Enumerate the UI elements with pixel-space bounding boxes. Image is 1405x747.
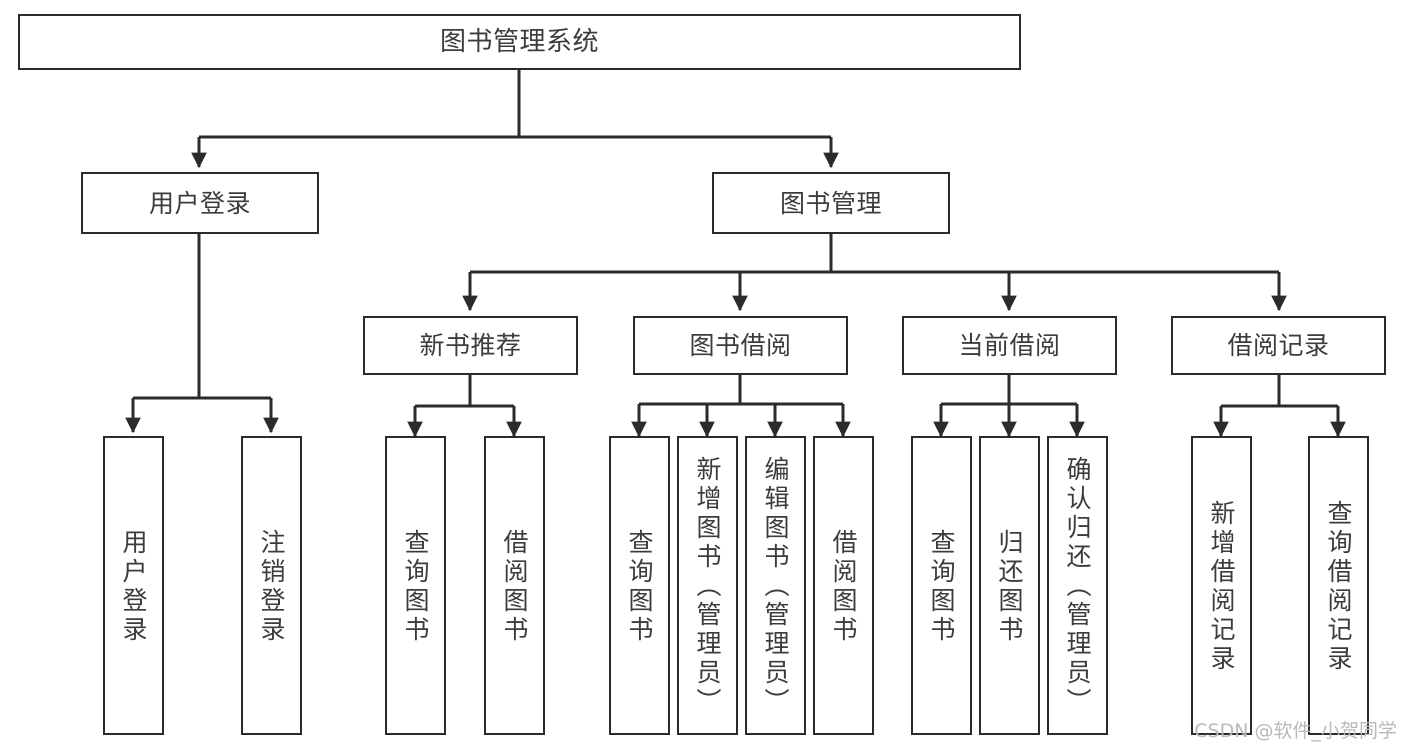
node-book-management[interactable]: 图书管理 xyxy=(712,172,950,234)
leaf-borrow-borrow-book-label: 借阅图书 xyxy=(829,528,858,645)
node-book-borrow-label: 图书借阅 xyxy=(689,331,792,360)
leaf-current-confirm-return[interactable]: 确认归还（管理员） xyxy=(1047,436,1108,735)
leaf-borrow-edit-book[interactable]: 编辑图书（管理员） xyxy=(745,436,806,735)
node-new-book-recommend-label: 新书推荐 xyxy=(419,331,522,360)
node-root[interactable]: 图书管理系统 xyxy=(18,14,1021,70)
leaf-borrow-add-book[interactable]: 新增图书（管理员） xyxy=(677,436,738,735)
node-current-borrow-label: 当前借阅 xyxy=(958,331,1061,360)
node-user-login-label: 用户登录 xyxy=(148,188,251,218)
node-root-label: 图书管理系统 xyxy=(439,26,599,57)
leaf-new-book-borrow[interactable]: 借阅图书 xyxy=(484,436,545,735)
leaf-records-query-label: 查询借阅记录 xyxy=(1324,499,1353,674)
leaf-new-book-query[interactable]: 查询图书 xyxy=(385,436,446,735)
leaf-current-return-label: 归还图书 xyxy=(995,528,1024,645)
leaf-records-add-label: 新增借阅记录 xyxy=(1207,499,1236,674)
node-book-borrow[interactable]: 图书借阅 xyxy=(633,316,848,375)
leaf-borrow-query-label: 查询图书 xyxy=(625,528,654,645)
leaf-borrow-add-book-label: 新增图书（管理员） xyxy=(693,456,722,717)
node-user-login[interactable]: 用户登录 xyxy=(81,172,319,234)
leaf-user-login-signout[interactable]: 注销登录 xyxy=(241,436,302,735)
leaf-new-book-borrow-label: 借阅图书 xyxy=(500,528,529,645)
leaf-current-confirm-return-label: 确认归还（管理员） xyxy=(1063,456,1092,717)
watermark-text: CSDN @软件_小贺同学 xyxy=(1194,720,1397,742)
leaf-current-return[interactable]: 归还图书 xyxy=(979,436,1040,735)
node-borrow-records[interactable]: 借阅记录 xyxy=(1171,316,1386,375)
leaf-borrow-query[interactable]: 查询图书 xyxy=(609,436,670,735)
node-new-book-recommend[interactable]: 新书推荐 xyxy=(363,316,578,375)
node-borrow-records-label: 借阅记录 xyxy=(1227,331,1330,360)
leaf-new-book-query-label: 查询图书 xyxy=(401,528,430,645)
leaf-current-query[interactable]: 查询图书 xyxy=(911,436,972,735)
leaf-records-query[interactable]: 查询借阅记录 xyxy=(1308,436,1369,735)
leaf-current-query-label: 查询图书 xyxy=(927,528,956,645)
leaf-borrow-borrow-book[interactable]: 借阅图书 xyxy=(813,436,874,735)
node-book-management-label: 图书管理 xyxy=(779,188,882,218)
leaf-user-login-signin[interactable]: 用户登录 xyxy=(103,436,164,735)
leaf-borrow-edit-book-label: 编辑图书（管理员） xyxy=(761,456,790,717)
leaf-user-login-signin-label: 用户登录 xyxy=(119,528,148,645)
leaf-records-add[interactable]: 新增借阅记录 xyxy=(1191,436,1252,735)
leaf-user-login-signout-label: 注销登录 xyxy=(257,528,286,645)
node-current-borrow[interactable]: 当前借阅 xyxy=(902,316,1117,375)
